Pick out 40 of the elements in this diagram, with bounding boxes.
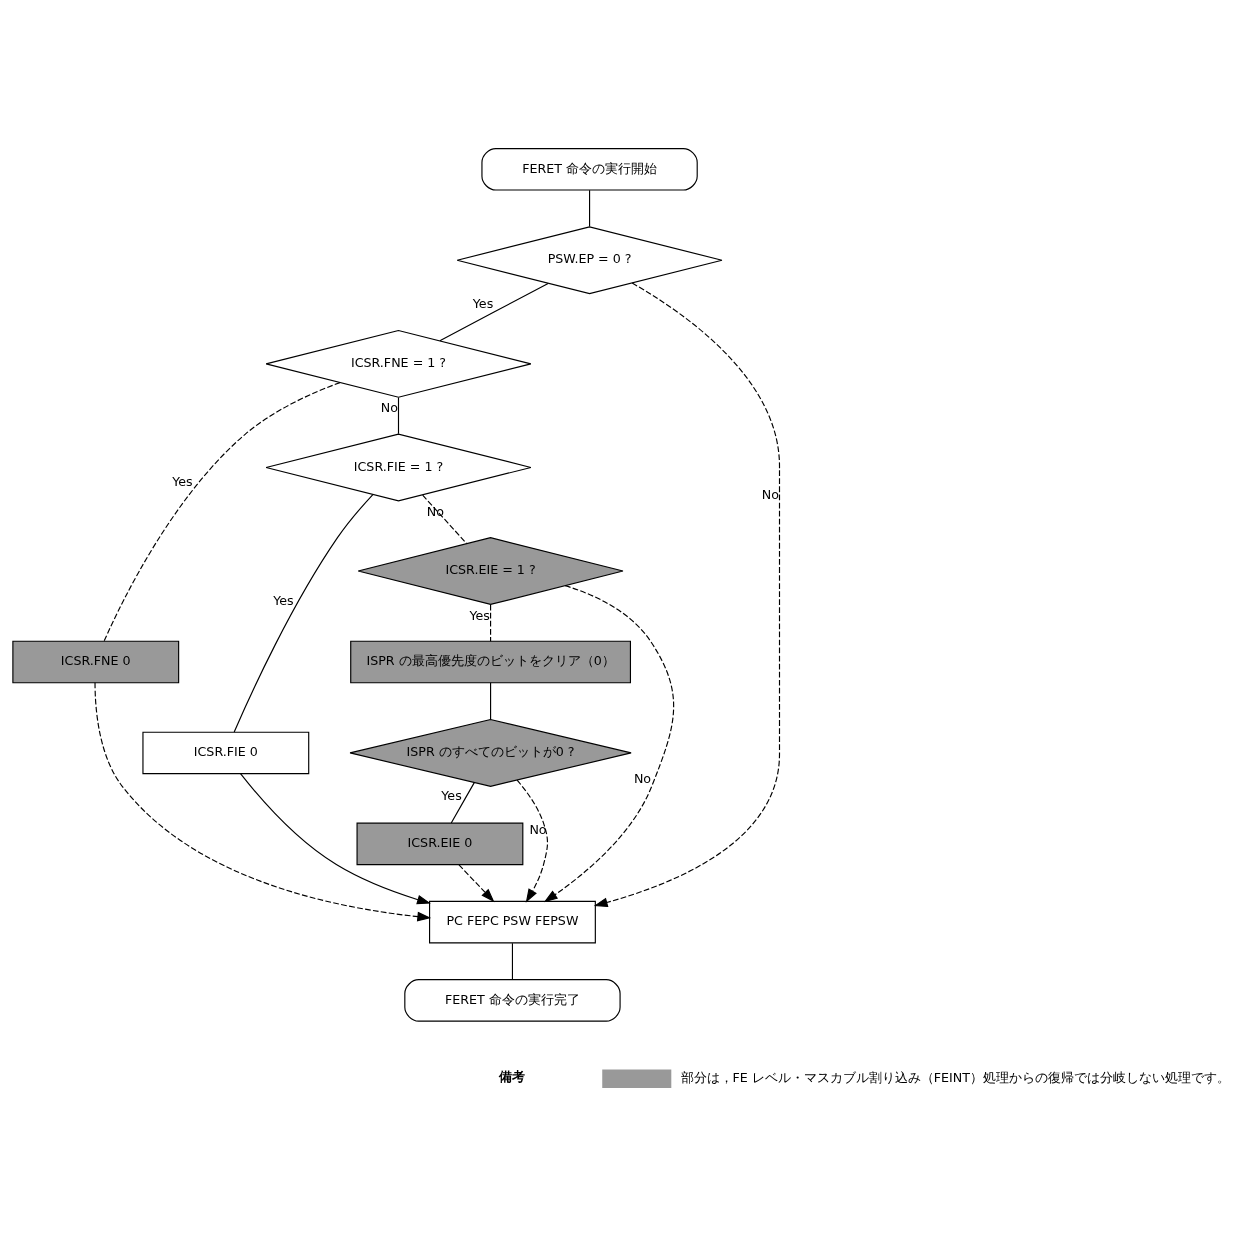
node-box: ICSR.EIE 0 <box>356 822 524 865</box>
node-diamond: PSW.EP = 0 ? <box>456 225 723 294</box>
node-box: PC FEPC PSW FEPSW <box>429 900 596 943</box>
node-box: ISPR の最高優先度のビットをクリア（0） <box>350 640 631 683</box>
node-diamond: ICSR.EIE = 1 ? <box>357 536 624 605</box>
arrow <box>458 863 495 902</box>
connector <box>422 494 468 544</box>
edge-label: Yes <box>273 592 294 608</box>
node-diamond: ICSR.FNE = 1 ? <box>265 329 532 398</box>
connector <box>511 942 514 980</box>
legend-label: 部分は，FE レベル・マスカブル割り込み（FEINT）処理からの復帰では分岐しない処理です。 <box>680 1069 1231 1085</box>
edge-label: Yes <box>472 295 494 311</box>
edge-label: No <box>761 486 779 502</box>
connector <box>450 781 475 823</box>
arrow <box>94 681 432 921</box>
connector <box>397 396 400 434</box>
edge-label: No <box>426 503 445 519</box>
connector <box>589 189 591 227</box>
connector <box>490 681 492 720</box>
connector <box>103 381 341 642</box>
edge-label: Yes <box>441 787 462 803</box>
edge-label: No <box>529 821 547 837</box>
node-box: ICSR.FNE 0 <box>12 640 180 683</box>
label: 備考 <box>499 1068 526 1084</box>
arrow <box>543 584 675 902</box>
connector <box>233 493 374 733</box>
connector <box>490 603 492 642</box>
edge-label: No <box>380 399 398 415</box>
connector <box>439 282 549 341</box>
node-diamond: ICSR.FIE = 1 ? <box>265 432 532 501</box>
node-box: FERET 命令の実行開始 <box>481 147 698 191</box>
edge-label: Yes <box>172 473 193 488</box>
arrow <box>239 772 431 904</box>
arrow <box>593 282 781 907</box>
node-diamond: ISPR のすべてのビットが0 ? <box>349 718 632 787</box>
edge-label: No <box>633 770 652 786</box>
arrow <box>516 779 549 903</box>
node-box: FERET 命令の実行完了 <box>404 978 621 1022</box>
node-box: ICSR.FIE 0 <box>142 731 310 774</box>
edge-label: Yes <box>469 607 490 623</box>
